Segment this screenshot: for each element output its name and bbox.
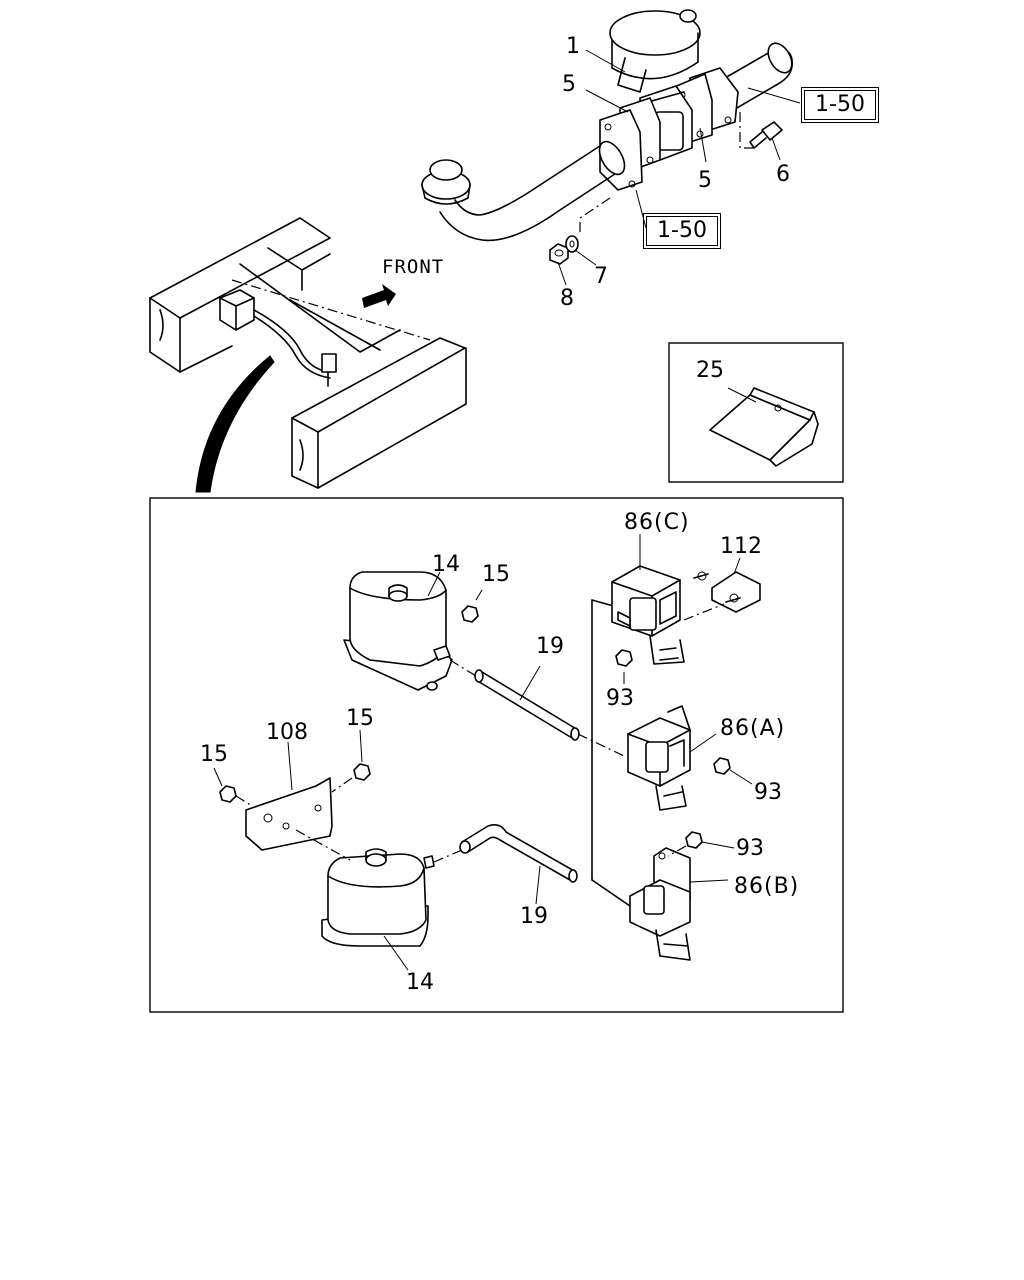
callout-86c: 86(C) <box>624 510 690 535</box>
callout-15-left: 15 <box>200 742 228 767</box>
hose-19-lower <box>459 824 578 883</box>
bolt-part-6 <box>749 121 783 149</box>
nut-93-middle <box>713 757 731 775</box>
detail-arrow <box>195 355 275 493</box>
callout-14-lower: 14 <box>406 970 434 995</box>
flange-left <box>599 97 661 191</box>
ref-box-mid: 1-50 <box>643 213 721 249</box>
callout-5-upper: 5 <box>562 72 576 97</box>
nut-15-upper <box>461 605 479 623</box>
label-front: FRONT <box>382 256 445 278</box>
nut-part-8 <box>549 243 569 265</box>
callout-8: 8 <box>560 286 574 311</box>
callout-14-upper: 14 <box>432 552 460 577</box>
callout-15-upper: 15 <box>482 562 510 587</box>
front-pipe <box>421 140 626 242</box>
hose-19-upper <box>474 669 580 741</box>
callout-108: 108 <box>266 720 308 745</box>
nut-93-lower <box>685 831 703 849</box>
callout-93-middle: 93 <box>754 780 782 805</box>
callout-7: 7 <box>594 264 608 289</box>
callout-6: 6 <box>776 162 790 187</box>
callout-25: 25 <box>696 358 724 383</box>
callout-5-lower: 5 <box>698 168 712 193</box>
callout-19-upper: 19 <box>536 634 564 659</box>
detail-frame <box>149 497 844 1013</box>
callout-86b: 86(B) <box>734 874 800 899</box>
exhaust-pipe-assembly <box>421 9 801 286</box>
chassis-frame <box>149 217 467 493</box>
nut-93-upper <box>615 649 633 667</box>
solenoid-valve-86c <box>611 565 685 665</box>
solenoid-valve-86b <box>629 847 691 961</box>
callout-19-lower: 19 <box>520 904 548 929</box>
valve-box-lower <box>321 848 435 947</box>
callout-86a: 86(A) <box>720 716 786 741</box>
front-arrow-icon <box>362 284 396 308</box>
ref-box-top: 1-50 <box>801 87 879 123</box>
bracket-112 <box>693 571 761 613</box>
bracket-108 <box>245 777 333 851</box>
nut-15-right <box>353 763 371 781</box>
nut-15-left <box>219 785 237 803</box>
callout-93-lower: 93 <box>736 836 764 861</box>
washer-part-7 <box>565 235 579 253</box>
inset-bracket-25 <box>668 342 844 483</box>
callout-15-right: 15 <box>346 706 374 731</box>
valve-box-upper <box>343 571 453 691</box>
inset-frame <box>668 342 844 483</box>
callout-93-upper: 93 <box>606 686 634 711</box>
solenoid-valve-86a <box>627 705 691 811</box>
canister-part-1 <box>609 9 701 93</box>
callout-1: 1 <box>566 34 580 59</box>
callout-112: 112 <box>720 534 762 559</box>
